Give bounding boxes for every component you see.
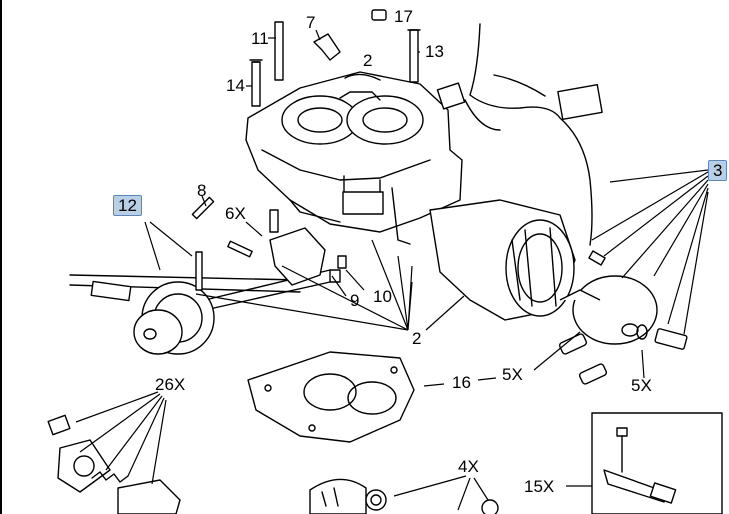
callout-2-top[interactable]: 2: [363, 51, 373, 70]
callout-16[interactable]: 16: [452, 373, 471, 392]
inset-detail-box: [591, 412, 723, 514]
callout-9[interactable]: 9: [350, 291, 360, 310]
callout-6x[interactable]: 6X: [225, 204, 246, 223]
callout-12[interactable]: 12: [113, 195, 142, 216]
callout-26x[interactable]: 26X: [155, 375, 186, 394]
top-fasteners: [249, 9, 421, 107]
callout-13[interactable]: 13: [425, 42, 444, 61]
callout-5x-a[interactable]: 5X: [502, 365, 523, 384]
callout-11[interactable]: 11: [251, 29, 269, 48]
callout-3[interactable]: 3: [708, 160, 728, 181]
leader-lines: [75, 29, 709, 511]
callout-2-bottom[interactable]: 2: [412, 329, 422, 348]
throttle-body-casting: [245, 71, 463, 245]
callout-8[interactable]: 8: [197, 181, 207, 200]
regulator-body: [309, 478, 499, 514]
callout-4x[interactable]: 4X: [458, 457, 479, 476]
throttle-shaft-assembly: [69, 196, 347, 355]
callout-15x[interactable]: 15X: [524, 477, 555, 496]
callout-5x-b[interactable]: 5X: [631, 376, 652, 395]
callout-14[interactable]: 14: [226, 76, 245, 95]
pressure-regulator-parts: [47, 414, 181, 514]
idle-air-control-motor: [429, 199, 688, 385]
callout-10[interactable]: 10: [373, 287, 392, 306]
wiring-harness: [436, 23, 603, 246]
callout-17[interactable]: 17: [394, 7, 413, 26]
callout-7[interactable]: 7: [306, 13, 316, 32]
base-gasket: [247, 351, 415, 443]
